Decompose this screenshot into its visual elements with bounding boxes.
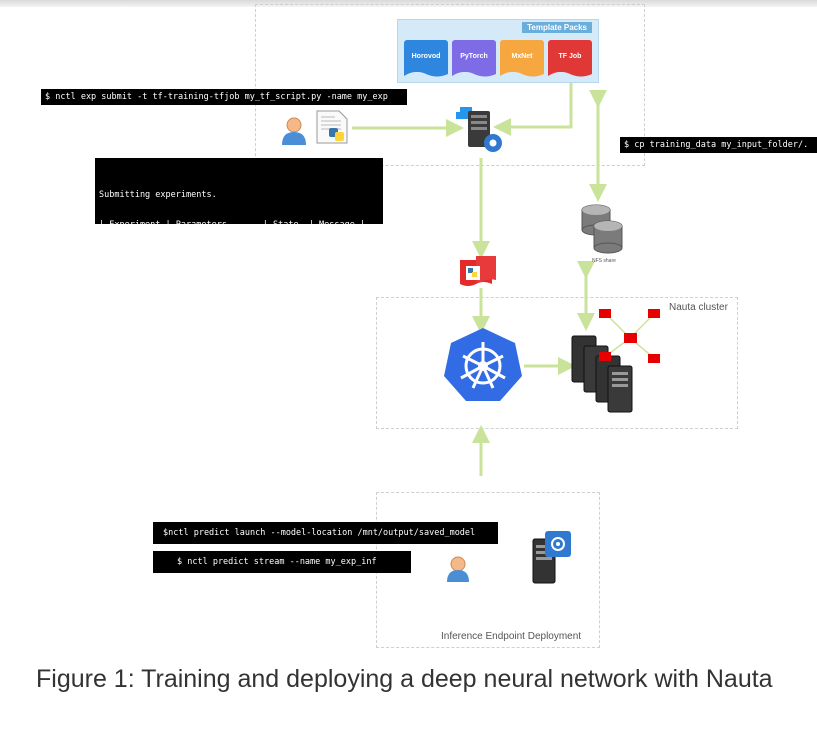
pack-pytorch: PyTorch	[452, 40, 496, 77]
pack-horovod-label: Horovod	[411, 52, 441, 60]
submit-output-line: | Experiment | Parameters | State | Mess…	[99, 220, 366, 230]
nauta-cluster-label: Nauta cluster	[669, 302, 728, 313]
arrow-packs-to-runtime	[493, 83, 573, 136]
nauta-runtime-icon	[456, 107, 502, 152]
pack-mxnet-label: MxNet	[511, 52, 533, 60]
inference-user-icon	[447, 556, 469, 582]
submit-output-line: Submitting experiments.	[99, 190, 217, 200]
experiment-document-icon	[460, 256, 496, 286]
nfs-share-icon	[581, 204, 623, 254]
submit-output-line: |------------|------------------|-------…	[99, 250, 366, 260]
network-nodes	[599, 309, 660, 363]
nfs-share-label: NFS share	[592, 258, 616, 264]
predict-stream-terminal: $ nctl predict stream --name my_exp_inf	[153, 551, 411, 573]
pack-tfjob-label: TF Job	[558, 52, 582, 60]
inference-server-icon	[532, 531, 571, 584]
pack-horovod: Horovod	[404, 40, 448, 77]
figure-caption: Figure 1: Training and deploying a deep …	[36, 665, 773, 693]
kubernetes-icon	[444, 328, 522, 401]
submit-command-terminal: $ nctl exp submit -t tf-training-tfjob m…	[41, 89, 407, 105]
pack-pytorch-label: PyTorch	[460, 52, 488, 60]
inference-deployment-label: Inference Endpoint Deployment	[441, 631, 582, 642]
pack-mxnet: MxNet	[500, 40, 544, 77]
top-scroll-bar	[0, 0, 817, 7]
predict-launch-terminal: $nctl predict launch --model-location /m…	[153, 522, 498, 544]
submit-output-line: | my_exp | my_tf_script.py | QUEUED | |	[99, 280, 366, 290]
submission-frame	[255, 4, 645, 166]
template-packs-panel: Template Packs Horovod PyTorch MxNet TF …	[397, 19, 599, 83]
nauta-cluster-frame	[376, 297, 738, 429]
python-script-icon	[316, 110, 348, 144]
copy-data-terminal: $ cp training_data my_input_folder/.	[620, 137, 817, 153]
user-icon	[282, 117, 306, 145]
submit-output-terminal: Submitting experiments. | Experiment | P…	[95, 158, 383, 290]
pack-tfjob: TF Job	[548, 40, 592, 77]
template-packs-title: Template Packs	[522, 22, 592, 33]
